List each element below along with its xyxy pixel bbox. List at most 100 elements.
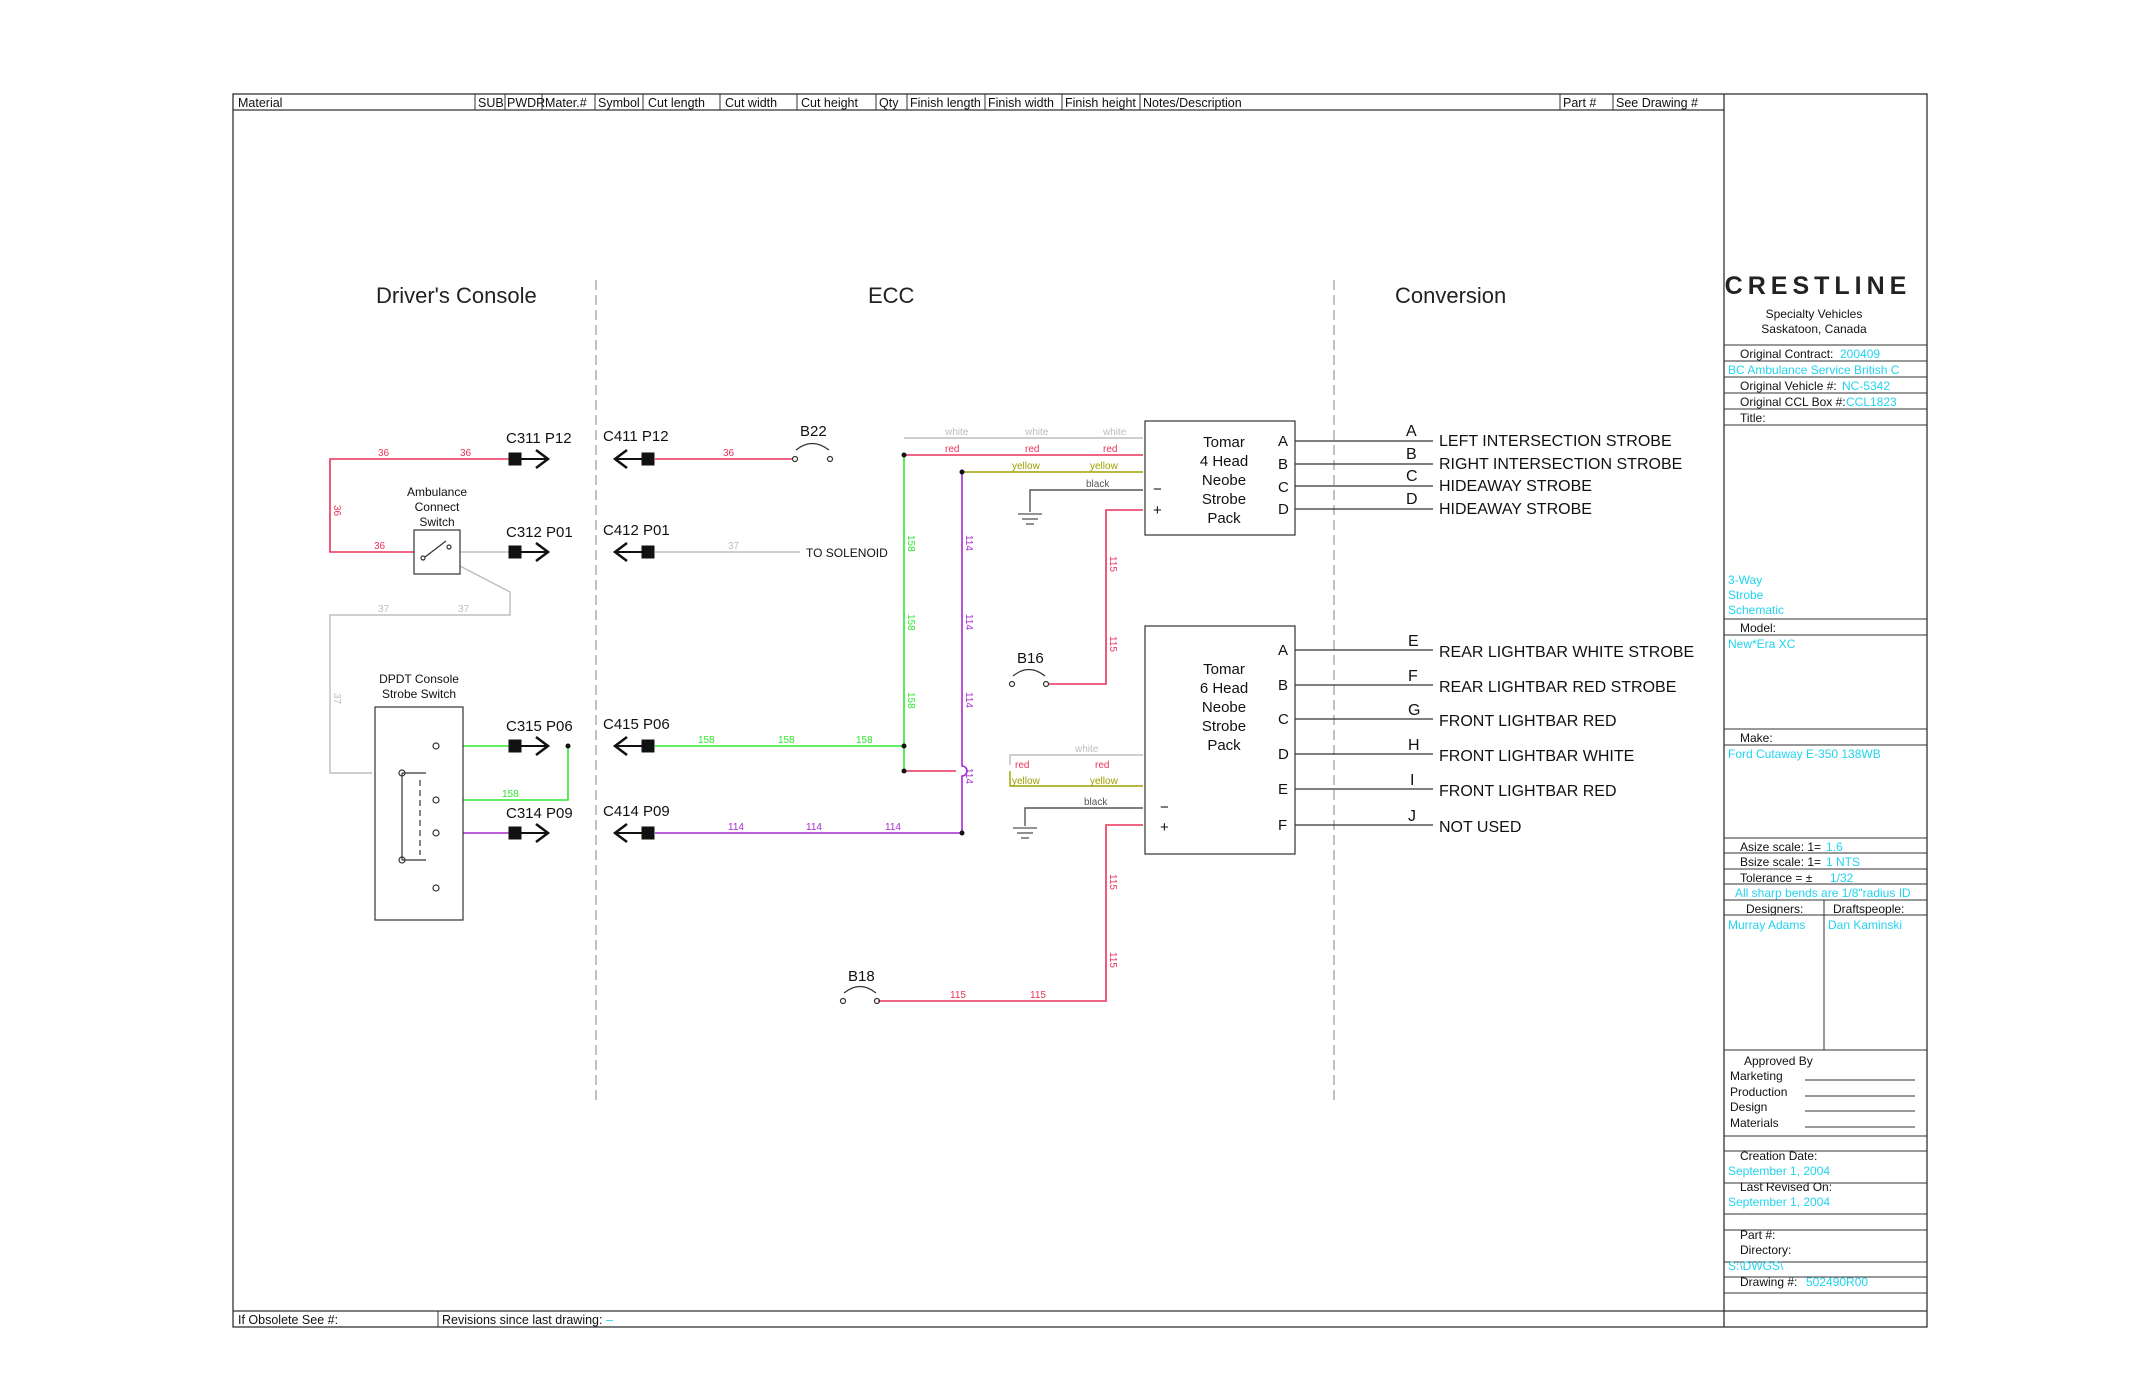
company-city: Saskatoon, Canada — [1761, 322, 1867, 336]
hdr-see-drawing: See Drawing # — [1616, 96, 1698, 110]
wire-color-label: yellow — [1090, 461, 1119, 472]
label-c411: C411 P12 — [603, 428, 669, 445]
pack2-line: Tomar — [1203, 661, 1245, 678]
pack1-line: Neobe — [1202, 472, 1246, 489]
wire-label: 36 — [378, 448, 390, 459]
wire-label: 158 — [905, 614, 916, 631]
pack1-line: Tomar — [1203, 434, 1245, 451]
wire-label: 115 — [1107, 874, 1118, 890]
ambulance-switch-label-2: Connect — [415, 500, 460, 514]
section-conversion: Conversion — [1395, 283, 1506, 308]
pack1-feed — [904, 437, 1143, 512]
wire-color-label: white — [1102, 427, 1127, 438]
label-b22: B22 — [800, 423, 827, 440]
pack1-minus: − — [1153, 481, 1162, 498]
wire-label: 115 — [1107, 556, 1118, 572]
wire-label: 158 — [856, 735, 873, 746]
ambulance-switch-label-3: Switch — [419, 515, 454, 529]
hdr-cut-width: Cut width — [725, 96, 777, 110]
hdr-notes: Notes/Description — [1143, 96, 1242, 110]
revised-value: September 1, 2004 — [1728, 1195, 1830, 1209]
footer-revisions-value: – — [606, 1313, 613, 1327]
hdr-finish-width: Finish width — [988, 96, 1054, 110]
pack2-pin: A — [1278, 642, 1288, 659]
pack2-feed — [904, 754, 1143, 826]
directory-label: Directory: — [1740, 1243, 1791, 1257]
hdr-mater: Mater.# — [545, 96, 587, 110]
creation-value: September 1, 2004 — [1728, 1164, 1830, 1178]
dpdt-switch-box — [374, 706, 464, 921]
hdr-cut-length: Cut length — [648, 96, 705, 110]
wire-color-label: black — [1084, 797, 1108, 808]
revised-label: Last Revised On: — [1740, 1180, 1832, 1194]
label-c414: C414 P09 — [603, 803, 670, 820]
strobe-pack-4head — [1144, 420, 1296, 536]
wire-label: 37 — [458, 604, 470, 615]
company-name: Specialty Vehicles — [1766, 307, 1863, 321]
wire-color-label: red — [1015, 760, 1029, 771]
pack1-pin: B — [1278, 456, 1288, 473]
label-c415: C415 P06 — [603, 716, 670, 733]
connector-c315 — [508, 736, 551, 756]
hdr-part: Part # — [1563, 96, 1596, 110]
ambulance-switch-label-1: Ambulance — [407, 485, 467, 499]
breaker-b16-icon — [1008, 668, 1050, 688]
wire-label: 158 — [698, 735, 715, 746]
pack2-output-label: FRONT LIGHTBAR RED — [1439, 713, 1617, 730]
header-labels: Material SUB PWDR Mater.# Symbol Cut len… — [238, 96, 1698, 110]
title-line: Schematic — [1728, 603, 1784, 617]
make-value: Ford Cutaway E-350 138WB — [1728, 747, 1881, 761]
pack2-output-label: REAR LIGHTBAR WHITE STROBE — [1439, 644, 1694, 661]
approver-materials: Materials — [1730, 1116, 1779, 1130]
wire-label: 114 — [963, 535, 974, 551]
wire-label: 36 — [374, 541, 386, 552]
approved-label: Approved By — [1744, 1054, 1813, 1068]
wire-label: 36 — [723, 448, 735, 459]
pack1-pin: C — [1278, 479, 1289, 496]
title-line: Strobe — [1728, 588, 1764, 602]
pack2-line: Neobe — [1202, 699, 1246, 716]
wire-color-label: white — [1024, 427, 1049, 438]
asize-value: 1.6 — [1826, 840, 1843, 854]
directory-value: S:\DWGS\ — [1728, 1259, 1784, 1273]
tolerance-value: 1/32 — [1830, 871, 1854, 885]
pack1-line: Pack — [1207, 510, 1241, 527]
pack1-pin: A — [1278, 433, 1288, 450]
dpdt-label-1: DPDT Console — [379, 672, 459, 686]
titleblock-rules — [1724, 344, 1927, 1294]
connector-c411 — [612, 449, 655, 469]
strobe-pack-6head — [1144, 625, 1296, 855]
orig-contract-value: 200409 — [1840, 347, 1880, 361]
breaker-b22-icon — [791, 442, 834, 463]
ground-icon — [1013, 827, 1037, 839]
pack2-pin: C — [1278, 711, 1289, 728]
draftspeople-label: Draftspeople: — [1833, 902, 1904, 916]
wire-label: 114 — [963, 614, 974, 630]
hdr-qty: Qty — [879, 96, 899, 110]
wire-label: 37 — [331, 693, 342, 705]
creation-label: Creation Date: — [1740, 1149, 1817, 1163]
pack2-output-label: FRONT LIGHTBAR RED — [1439, 783, 1617, 800]
pack1-output-label: HIDEAWAY STROBE — [1439, 478, 1592, 495]
pack2-output-label: REAR LIGHTBAR RED STROBE — [1439, 679, 1676, 696]
pack1-pin: D — [1278, 501, 1289, 518]
orig-contract-label: Original Contract: — [1740, 347, 1833, 361]
wire-color-label: yellow — [1012, 776, 1041, 787]
pack1-output-label: LEFT INTERSECTION STROBE — [1439, 433, 1672, 450]
wire-label: 114 — [806, 822, 822, 833]
wire-label: 114 — [728, 822, 744, 833]
hdr-finish-height: Finish height — [1065, 96, 1136, 110]
hdr-symbol: Symbol — [598, 96, 640, 110]
pack1-plus: + — [1153, 502, 1162, 519]
pack1-output-letter: D — [1406, 491, 1418, 508]
model-value: New*Era XC — [1728, 637, 1796, 651]
wire-label: 36 — [460, 448, 472, 459]
hdr-finish-length: Finish length — [910, 96, 981, 110]
connector-c312 — [508, 542, 551, 562]
connector-c311 — [508, 449, 551, 469]
wire-label: 115 — [1030, 990, 1046, 1001]
wire-label: 158 — [905, 692, 916, 709]
wire-color-label: red — [1103, 444, 1117, 455]
orig-vehicle-label: Original Vehicle #: — [1740, 379, 1837, 393]
pack1-output-letter: B — [1406, 446, 1417, 463]
